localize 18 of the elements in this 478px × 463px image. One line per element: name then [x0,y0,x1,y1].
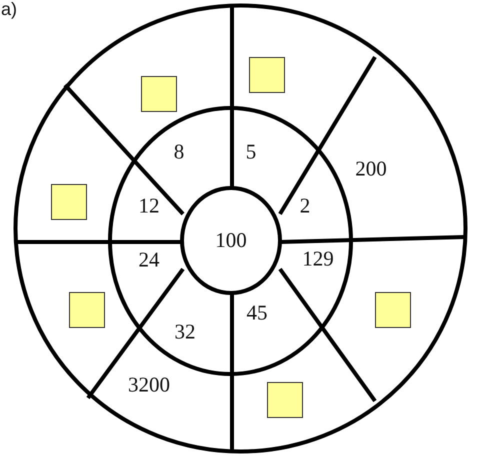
number-label: 5 [246,142,256,162]
number-label: 200 [355,158,387,180]
number-label: 3200 [128,374,170,396]
answer-box [141,76,177,112]
number-label: 100 [215,230,247,251]
panel-label: a) [1,0,18,20]
answer-box [267,382,303,418]
number-label: 45 [246,302,268,324]
number-label: 8 [174,142,184,162]
number-label: 24 [138,250,160,270]
number-label: 12 [138,196,160,216]
answer-box [375,292,411,328]
answer-box [69,292,105,328]
number-label: 32 [174,322,196,342]
number-label: 129 [302,248,334,270]
number-label: 2 [300,196,310,216]
answer-box [51,184,87,220]
answer-box [249,57,285,93]
